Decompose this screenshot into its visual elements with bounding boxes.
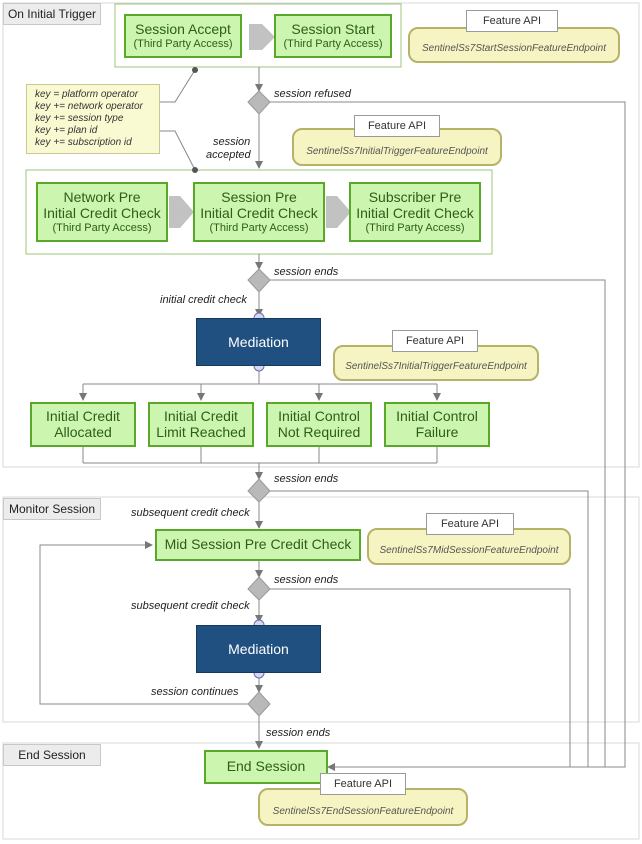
- feature-api-start-session: SentinelSs7StartSessionFeatureEndpoint: [408, 27, 620, 63]
- node-session-accept[interactable]: Session Accept (Third Party Access): [124, 14, 242, 58]
- label-session-accepted-2: accepted: [206, 149, 251, 161]
- lane-monitor-session: Monitor Session: [3, 498, 101, 520]
- node-initial-credit-allocated[interactable]: Initial Credit Allocated: [30, 402, 136, 447]
- decision-session-ends-1: [247, 268, 271, 293]
- key-note-line: key += network operator: [35, 101, 143, 112]
- node-initial-credit-limit-reached[interactable]: Initial Credit Limit Reached: [148, 402, 254, 447]
- endpoint-start-session: SentinelSs7StartSessionFeatureEndpoint: [421, 43, 606, 54]
- label-subsequent-credit-check-1: subsequent credit check: [131, 507, 250, 519]
- node-session-start-title: Session Start: [291, 21, 375, 37]
- node-init-control-not-required-line1: Initial Control: [278, 407, 360, 424]
- feature-api-label-3: Feature API: [392, 330, 478, 352]
- node-init-credit-allocated-line2: Allocated: [54, 423, 112, 440]
- node-network-pre-sub: (Third Party Access): [52, 221, 152, 234]
- feature-api-label-1: Feature API: [466, 10, 558, 32]
- node-subscriber-pre-line2: Initial Credit Check: [356, 204, 474, 221]
- node-init-credit-allocated-line1: Initial Credit: [46, 407, 120, 424]
- label-initial-credit-check: initial credit check: [160, 294, 247, 306]
- node-session-pre-line1: Session Pre: [221, 189, 297, 206]
- label-session-ends-1: session ends: [274, 266, 339, 278]
- node-session-start-sub: (Third Party Access): [283, 37, 383, 50]
- node-init-credit-limit-line2: Limit Reached: [156, 423, 246, 440]
- key-note-line: key += session type: [35, 113, 124, 124]
- node-init-control-failure-line1: Initial Control: [396, 407, 478, 424]
- node-mediation-initial[interactable]: Mediation: [196, 318, 321, 366]
- node-mid-session-pre-credit-check[interactable]: Mid Session Pre Credit Check: [155, 529, 361, 561]
- key-note: key = platform operator key += network o…: [26, 84, 160, 154]
- node-subscriber-pre-initial-credit-check[interactable]: Subscriber Pre Initial Credit Check (Thi…: [349, 182, 481, 242]
- node-init-control-failure-line2: Failure: [415, 423, 459, 440]
- node-init-control-not-required-line2: Not Required: [277, 423, 361, 440]
- endpoint-end-session: SentinelSs7EndSessionFeatureEndpoint: [272, 806, 454, 817]
- key-note-line: key = platform operator: [35, 89, 139, 100]
- label-session-continues: session continues: [151, 686, 239, 698]
- decision-session-ends-2: [247, 478, 271, 503]
- endpoint-initial-trigger-1: SentinelSs7InitialTriggerFeatureEndpoint: [306, 146, 488, 157]
- node-subscriber-pre-line1: Subscriber Pre: [368, 189, 462, 206]
- key-note-line: key += subscription id: [35, 137, 132, 148]
- lane-end-session: End Session: [3, 744, 101, 766]
- node-mediation-subsequent[interactable]: Mediation: [196, 625, 321, 673]
- node-session-pre-sub: (Third Party Access): [209, 221, 309, 234]
- node-mid-session-title: Mid Session Pre Credit Check: [164, 536, 352, 553]
- decision-session-continues: [247, 691, 271, 717]
- endpoint-initial-trigger-2: SentinelSs7InitialTriggerFeatureEndpoint: [345, 361, 527, 372]
- node-initial-control-not-required[interactable]: Initial Control Not Required: [266, 402, 372, 447]
- node-init-credit-limit-line1: Initial Credit: [164, 407, 238, 424]
- feature-api-label-5: Feature API: [320, 773, 406, 795]
- node-initial-control-failure[interactable]: Initial Control Failure: [384, 402, 490, 447]
- node-end-session[interactable]: End Session: [204, 750, 328, 784]
- endpoint-mid-session: SentinelSs7MidSessionFeatureEndpoint: [379, 545, 559, 556]
- lane-on-initial-trigger: On Initial Trigger: [3, 3, 101, 25]
- node-end-session-title: End Session: [226, 758, 306, 775]
- label-session-accepted-1: session: [213, 136, 251, 148]
- node-subscriber-pre-sub: (Third Party Access): [365, 221, 465, 234]
- decision-session-accept: [247, 90, 271, 115]
- feature-api-label-2: Feature API: [354, 115, 440, 137]
- label-session-ends-2: session ends: [274, 473, 339, 485]
- node-session-start[interactable]: Session Start (Third Party Access): [274, 14, 392, 58]
- node-network-pre-line2: Initial Credit Check: [43, 204, 161, 221]
- node-network-pre-initial-credit-check[interactable]: Network Pre Initial Credit Check (Third …: [36, 182, 168, 242]
- decision-session-ends-3: [247, 576, 271, 601]
- label-session-refused: session refused: [274, 88, 352, 100]
- key-note-line: key += plan id: [35, 125, 98, 136]
- label-session-ends-4: session ends: [266, 727, 331, 739]
- label-session-ends-3: session ends: [274, 574, 339, 586]
- feature-api-label-4: Feature API: [426, 513, 514, 535]
- node-session-pre-initial-credit-check[interactable]: Session Pre Initial Credit Check (Third …: [193, 182, 325, 242]
- node-session-pre-line2: Initial Credit Check: [200, 204, 318, 221]
- node-network-pre-line1: Network Pre: [63, 189, 141, 206]
- label-subsequent-credit-check-2: subsequent credit check: [131, 600, 250, 612]
- node-session-accept-sub: (Third Party Access): [133, 37, 233, 50]
- node-session-accept-title: Session Accept: [135, 21, 231, 37]
